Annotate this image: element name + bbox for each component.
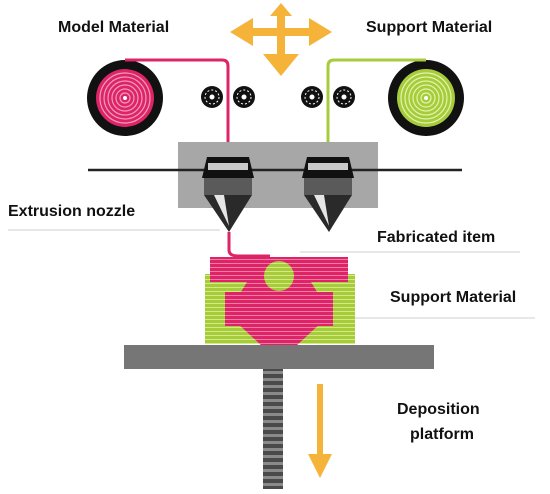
deposition-platform <box>124 345 434 369</box>
extruded-filament <box>227 232 270 258</box>
model-material-spool <box>87 60 163 136</box>
model-filament <box>125 58 230 160</box>
deposition-label-line2: platform <box>410 426 474 443</box>
support-material-top-label: Support Material <box>366 19 492 36</box>
model-material-label: Model Material <box>58 19 169 36</box>
fabricated-item-label: Fabricated item <box>377 229 495 246</box>
support-material-spool <box>388 60 464 136</box>
model-extrusion-nozzle <box>202 157 254 232</box>
lead-screw <box>263 369 283 489</box>
deposition-label-line1: Deposition <box>397 401 480 418</box>
extrusion-nozzle-label: Extrusion nozzle <box>8 203 135 220</box>
gear-center-hole <box>264 261 294 291</box>
four-way-arrow-icon <box>230 3 332 76</box>
support-extrusion-nozzle <box>302 157 354 232</box>
feed-rollers-left <box>201 86 255 108</box>
support-material-side-label: Support Material <box>390 289 516 306</box>
feed-rollers-right <box>301 86 355 108</box>
down-arrow-icon <box>308 384 332 478</box>
support-filament <box>326 58 426 160</box>
